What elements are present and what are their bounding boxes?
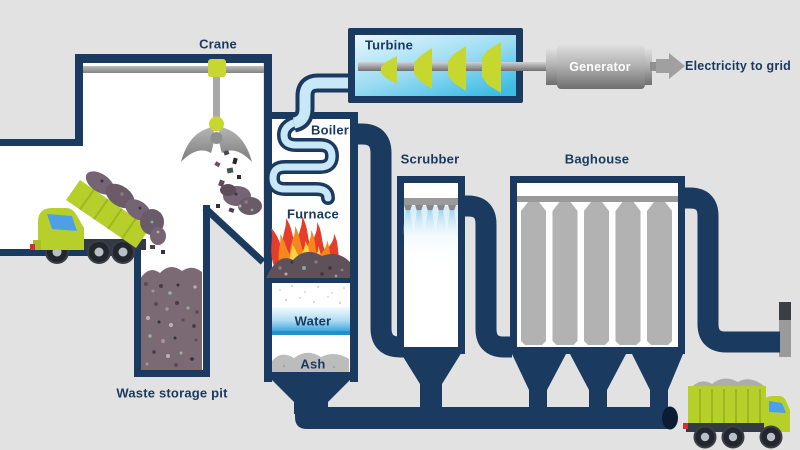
scrubber-funnel <box>397 347 465 412</box>
turbine-label: Turbine <box>364 37 414 53</box>
baghouse-vessel <box>510 176 685 410</box>
ash-layer <box>272 352 349 372</box>
boiler-coil <box>265 115 340 205</box>
crane-trolley <box>208 59 226 77</box>
steam-pipe <box>291 73 352 133</box>
generator-label: Generator <box>569 60 631 74</box>
baghouse-funnels <box>512 354 683 410</box>
ash-label: Ash <box>300 356 326 372</box>
garbage-truck-illustration <box>683 378 790 449</box>
spray-bar <box>404 198 458 205</box>
flue-duct-scrubber-to-baghouse <box>460 195 512 358</box>
water-label: Water <box>294 313 332 329</box>
crane-rail <box>83 66 264 73</box>
crane-label: Crane <box>199 36 237 52</box>
exhaust-stack <box>779 302 791 357</box>
scrubber-vessel <box>397 176 465 412</box>
hall-right-wall <box>264 54 272 382</box>
spray-cones <box>402 210 458 236</box>
baghouse-label: Baghouse <box>564 151 630 167</box>
dump-load-waste <box>85 171 166 254</box>
crane-assembly <box>83 59 264 162</box>
generator-illustration <box>546 45 658 89</box>
waste-storage-pit-label: Waste storage pit <box>116 385 228 401</box>
scrubber-label: Scrubber <box>400 151 460 167</box>
boiler-label: Boiler <box>310 122 350 138</box>
electricity-arrow-icon <box>656 53 685 79</box>
crane-cable <box>213 77 220 119</box>
turbine-blades <box>381 42 501 93</box>
burning-waste-pile <box>266 251 350 278</box>
chute-waste-clump <box>220 184 262 215</box>
ash-funnel <box>264 372 358 414</box>
ground-line <box>0 249 141 256</box>
building-structure <box>0 54 272 382</box>
furnace-label: Furnace <box>287 206 339 222</box>
ash-pipe-outlet <box>662 406 678 430</box>
ash-pipe <box>295 406 678 430</box>
water-layer <box>272 307 350 335</box>
flue-duct-boiler-to-scrubber <box>352 123 404 358</box>
flue-duct-baghouse-to-stack <box>680 187 780 353</box>
waste-pit-trash <box>140 266 202 371</box>
electricity-to-grid-label: Electricity to grid <box>685 59 791 73</box>
dump-bed <box>66 180 150 248</box>
grapple-icon <box>181 116 252 162</box>
dump-truck-illustration <box>30 171 166 264</box>
furnace-divider <box>272 277 350 283</box>
filter-bags <box>521 202 672 345</box>
quench-speckles <box>279 284 345 305</box>
roof-beam <box>75 54 272 63</box>
spray-nozzles <box>404 205 456 211</box>
chute-slope <box>202 205 266 265</box>
drive-shaft <box>358 62 654 71</box>
